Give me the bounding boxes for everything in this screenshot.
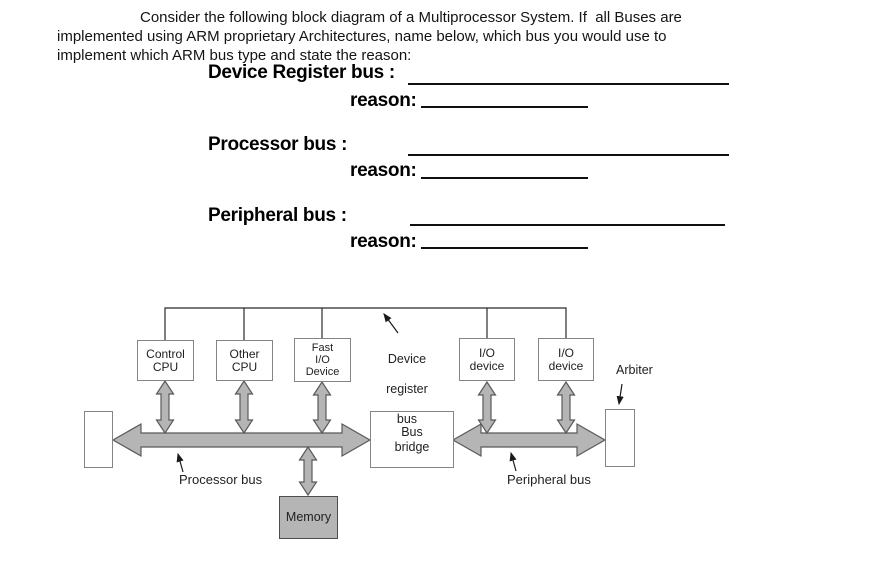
arbiter-pointer-arrow [616,383,624,406]
device-register-bus-line [164,307,567,340]
io-device-2-label-line1: I/O [557,345,574,360]
device-register-bus-blank [408,83,729,85]
peripheral-bus-arrow [451,422,607,458]
processor-bus-blank [408,154,729,156]
io-device-1-label-line1: I/O [478,345,495,360]
fast-io-bus-arrow [312,380,332,435]
peripheral-reason-label: reason: [350,231,417,252]
fast-io-label-line3: Device [305,366,340,378]
peripheral-bus-pointer-arrow [509,451,517,472]
peripheral-bus-annotation: Peripheral bus [507,472,591,487]
fast-io-label-line1: Fast [311,342,334,354]
peripheral-reason-blank [421,247,588,249]
device-register-bus-pointer-arrow [383,313,399,334]
io-device-1-label-line2: device [469,358,505,373]
memory-label: Memory [285,510,332,524]
control-cpu-label-line1: Control [146,346,185,361]
memory-bus-arrow [298,445,318,497]
control-cpu-label-line2: CPU [152,359,179,374]
io-device-2-label-line2: device [548,358,584,373]
fast-io-device-box: Fast I/O Device [294,338,351,382]
processor-bus-annotation: Processor bus [179,472,263,487]
question-line-3: implement which ARM bus type and state t… [57,47,412,64]
processor-bus-pointer-arrow [176,452,184,473]
device-register-bus-label: Device Register bus : [208,62,395,83]
processor-bus-label: Processor bus : [208,134,348,155]
device-register-bus-annotation: Device register bus [360,337,440,442]
bus-bridge-box: Bus bridge [370,411,454,468]
peripheral-bus-label: Peripheral bus : [208,205,347,226]
fast-io-label-line2: I/O [315,354,330,366]
control-cpu-box: Control CPU [137,340,194,381]
memory-box: Memory [279,496,338,539]
io-device-2-box: I/O device [538,338,594,381]
other-cpu-label-line2: CPU [231,359,258,374]
io-device-1-box: I/O device [459,338,515,381]
device-register-bus-annotation-line2: register [386,382,428,396]
peripheral-bus-blank [410,224,725,226]
device-register-reason-blank [421,106,588,108]
io-device-2-bus-arrow [556,380,576,435]
bus-bridge-label-line1: Bus [401,424,423,439]
processor-reason-blank [421,177,588,179]
arbiter-annotation: Arbiter [616,363,653,377]
other-cpu-bus-arrow [234,379,254,435]
left-bus-terminator-box [84,411,113,468]
other-cpu-label-line1: Other [229,346,260,361]
control-cpu-bus-arrow [155,379,175,435]
question-line-1: Consider the following block diagram of … [140,9,682,26]
processor-reason-label: reason: [350,160,417,181]
device-register-reason-label: reason: [350,90,417,111]
question-line-2: implemented using ARM proprietary Archit… [57,28,667,45]
device-register-bus-annotation-line1: Device [387,352,427,366]
bus-bridge-label-line2: bridge [394,439,430,454]
arbiter-box [605,409,635,467]
device-register-bus-annotation-line3: bus [396,412,418,426]
io-device-1-bus-arrow [477,380,497,435]
other-cpu-box: Other CPU [216,340,273,381]
